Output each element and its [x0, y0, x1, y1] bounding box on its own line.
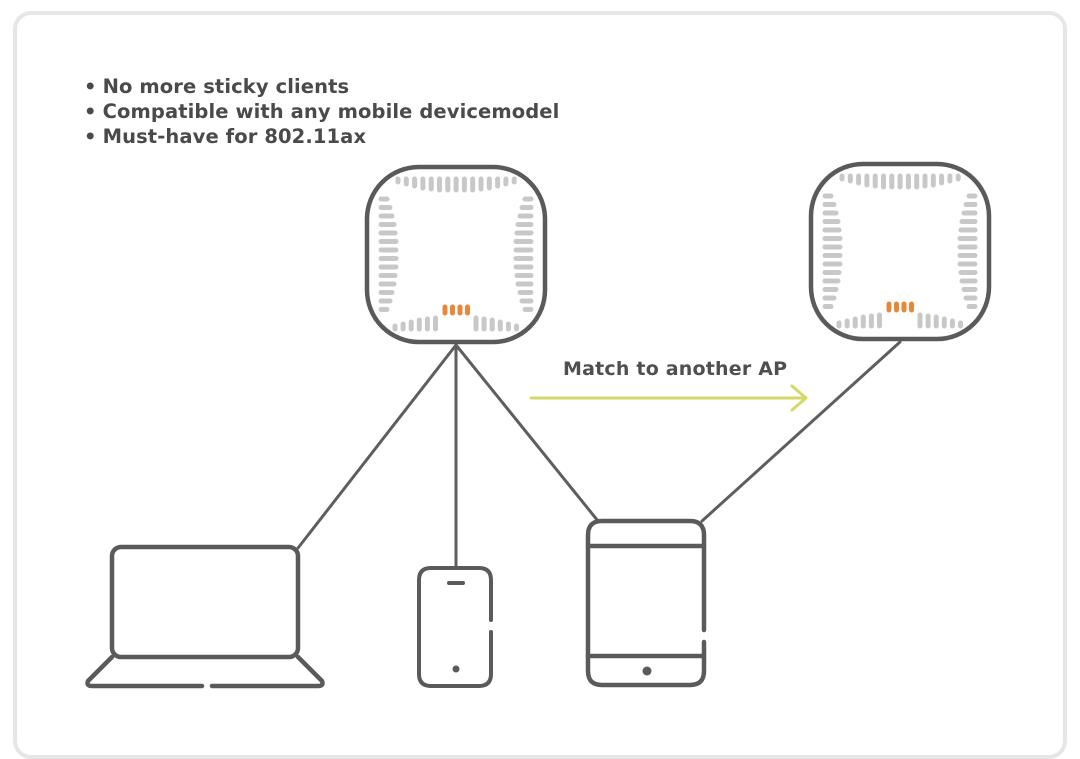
network-diagram — [85, 161, 992, 689]
access-point-1 — [364, 164, 548, 345]
link-ap1-laptop — [296, 343, 458, 550]
feature-item: No more sticky clients — [84, 74, 559, 99]
access-point-2 — [808, 161, 992, 342]
smartphone-icon — [417, 566, 493, 688]
laptop-icon — [85, 544, 325, 689]
wireless-access-point-icon — [808, 161, 992, 342]
feature-item: Must-have for 802.11ax — [84, 124, 559, 149]
feature-list: No more sticky clients Compatible with a… — [84, 74, 560, 149]
tablet-icon — [585, 518, 707, 688]
wireless-access-point-icon — [364, 164, 548, 345]
link-ap2-tablet — [700, 340, 902, 523]
link-ap1-tablet — [454, 343, 600, 523]
arrow-label: Match to another AP — [563, 358, 788, 380]
roaming-arrow — [529, 384, 808, 412]
feature-item: Compatible with any mobile devicemodel — [84, 99, 560, 124]
